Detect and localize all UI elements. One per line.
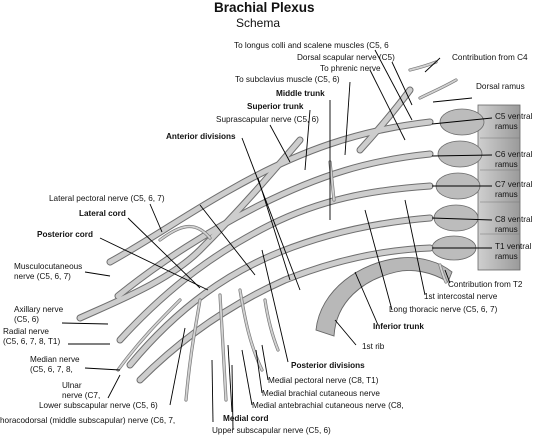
label-axillary: Axillary nerve (C5, 6): [14, 305, 64, 324]
label-medial-pectoral: Medial pectoral nerve (C8, T1): [268, 376, 379, 385]
label-superior-trunk: Superior trunk: [247, 102, 304, 111]
label-median: Median nerve (C5, 6, 7, 8,: [30, 355, 80, 374]
label-medial-cord: Medial cord: [223, 414, 269, 423]
diagram-subtitle: Schema: [236, 16, 281, 30]
label-medial-antebrachial: Medial antebrachial cutaneous nerve (C8,: [252, 401, 404, 410]
label-contribution-t2: Contribution from T2: [448, 280, 523, 289]
label-first-rib: 1st rib: [362, 342, 385, 351]
label-subclavius: To subclavius muscle (C5, 6): [235, 75, 340, 84]
label-radial: Radial nerve (C5, 6, 7, 8, T1): [3, 327, 61, 346]
label-posterior-divisions: Posterior divisions: [291, 361, 365, 370]
label-longus-colli: To longus colli and scalene muscles (C5,…: [234, 41, 389, 50]
first-rib: [315, 257, 453, 337]
label-c6-ventral: C6 ventral ramus: [495, 150, 533, 169]
label-intercostal: 1st intercostal nerve: [424, 292, 498, 301]
leader-lines: [61, 49, 493, 431]
label-lower-subscapular: Lower subscapular nerve (C5, 6): [39, 401, 158, 410]
nerve-trunks: [76, 60, 458, 402]
label-phrenic: To phrenic nerve: [320, 64, 381, 73]
label-contribution-c4: Contribution from C4: [452, 53, 528, 62]
label-upper-subscapular: Upper subscapular nerve (C5, 6): [212, 426, 331, 435]
label-dorsal-scapular: Dorsal scapular nerve (C5): [297, 53, 395, 62]
label-ulnar: Ulnar nerve (C7,: [62, 381, 101, 400]
label-c8-ventral: C8 ventral ramus: [495, 215, 533, 234]
label-c7-ventral: C7 ventral ramus: [495, 180, 533, 199]
label-suprascapular: Suprascapular nerve (C5, 6): [216, 115, 319, 124]
label-long-thoracic: Long thoracic nerve (C5, 6, 7): [389, 305, 498, 314]
diagram-title: Brachial Plexus: [214, 0, 315, 15]
label-c5-ventral: C5 ventral ramus: [495, 112, 533, 131]
label-posterior-cord: Posterior cord: [37, 230, 93, 239]
label-lateral-cord: Lateral cord: [79, 209, 126, 218]
label-dorsal-ramus: Dorsal ramus: [476, 82, 525, 91]
label-t1-ventral: T1 ventral ramus: [495, 242, 532, 261]
label-anterior-divisions: Anterior divisions: [166, 132, 236, 141]
label-inferior-trunk: Inferior trunk: [373, 322, 424, 331]
label-thoracodorsal: horacodorsal (middle subscapular) nerve …: [0, 416, 176, 425]
label-musculocutaneous: Musculocutaneous nerve (C5, 6, 7): [14, 262, 83, 281]
label-middle-trunk: Middle trunk: [276, 89, 325, 98]
label-medial-brachial: Medial brachial cutaneous nerve: [262, 389, 380, 398]
label-lateral-pectoral: Lateral pectoral nerve (C5, 6, 7): [49, 194, 165, 203]
